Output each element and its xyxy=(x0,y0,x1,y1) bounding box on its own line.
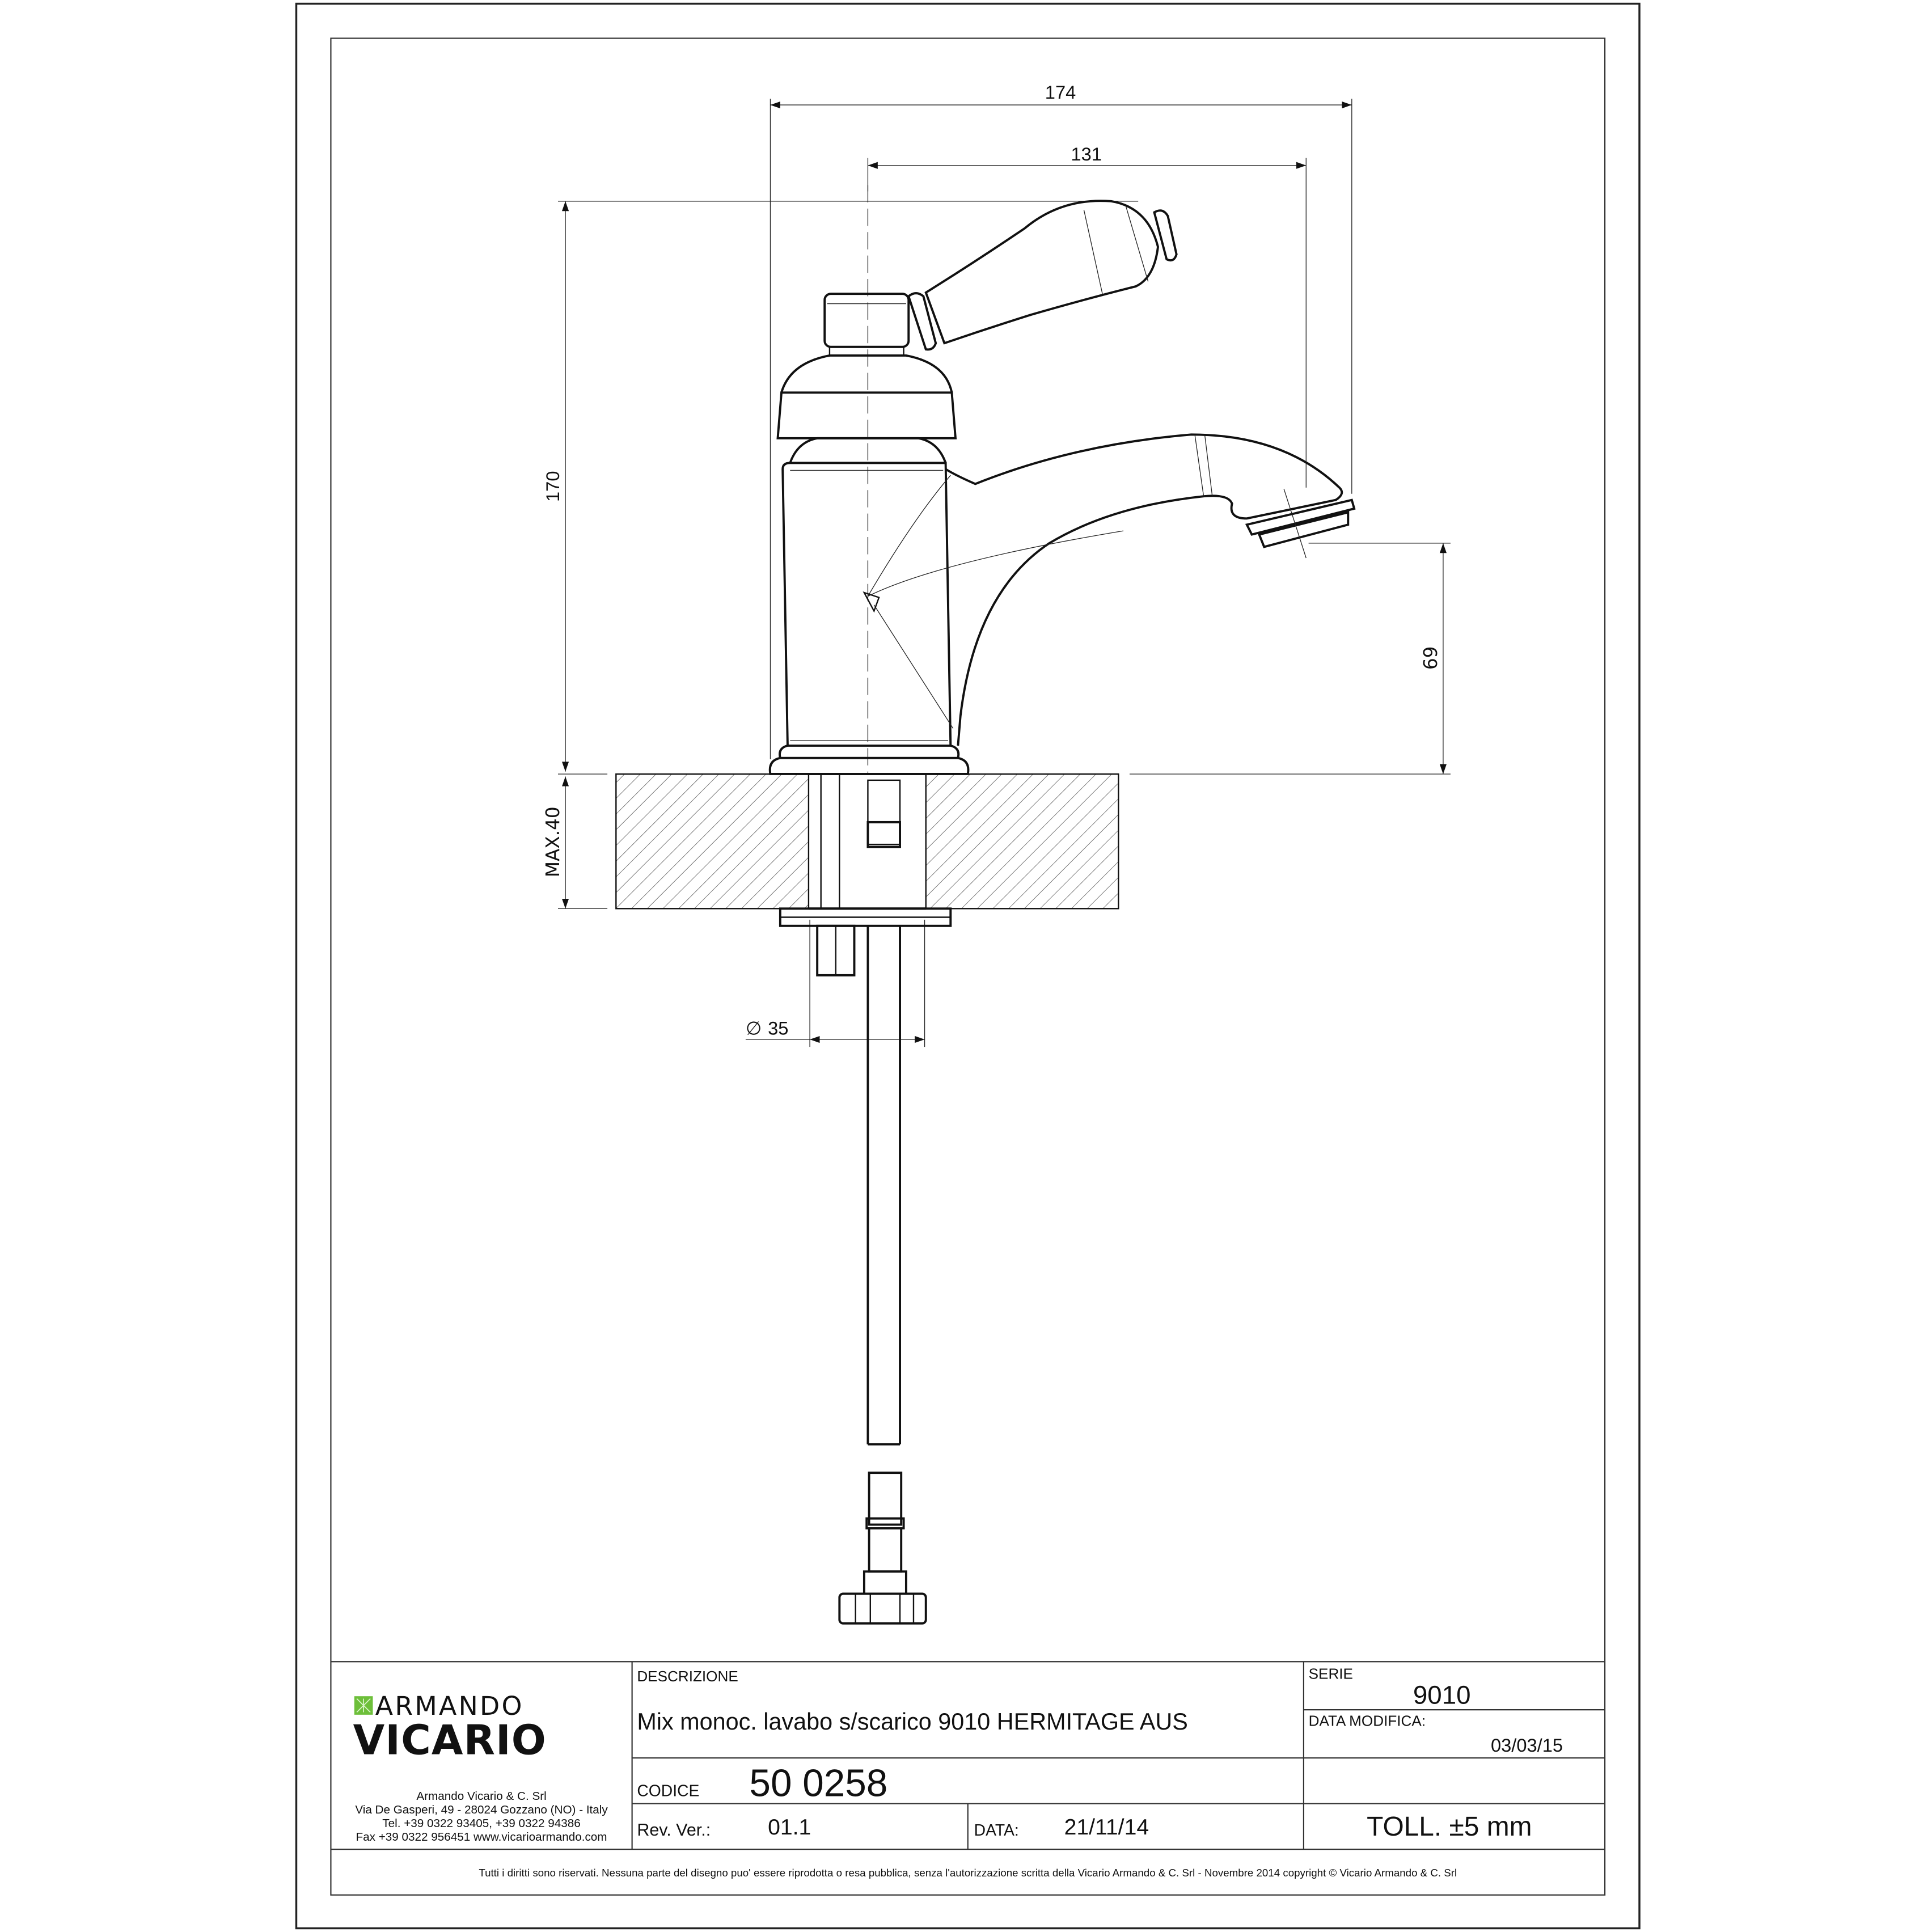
hose-connector xyxy=(838,1472,927,1625)
company-name: Armando Vicario & C. Srl xyxy=(416,1790,546,1803)
diameter-symbol: ∅ xyxy=(746,1017,762,1039)
serie-label: SERIE xyxy=(1309,1665,1353,1682)
description-label: DESCRIZIONE xyxy=(637,1668,738,1685)
dim-131: 131 xyxy=(1071,143,1102,164)
tolerance-value: TOLL. ±5 mm xyxy=(1367,1812,1532,1842)
data-modifica-label: DATA MODIFICA: xyxy=(1309,1712,1426,1729)
rev-label: Rev. Ver.: xyxy=(637,1820,711,1840)
spout xyxy=(863,433,1356,746)
codice-label: CODICE xyxy=(637,1782,699,1800)
description-value: Mix monoc. lavabo s/scarico 9010 HERMITA… xyxy=(637,1709,1188,1735)
logo-armando: ARMANDO xyxy=(375,1691,524,1721)
handle-lever xyxy=(907,200,1178,351)
deck-section-left xyxy=(615,773,810,910)
outer-frame xyxy=(295,2,1641,1930)
company-address: Via De Gasperi, 49 - 28024 Gozzano (NO) … xyxy=(355,1803,608,1816)
company-tel: Tel. +39 0322 93405, +39 0322 94386 xyxy=(382,1817,580,1830)
codice-value: 50 0258 xyxy=(749,1762,887,1805)
dim-174: 174 xyxy=(1045,82,1076,103)
logo-vicario: VICARIO xyxy=(353,1717,547,1764)
title-block: ARMANDO VICARIO Armando Vicario & C. Srl… xyxy=(331,1661,1605,1879)
dim-170: 170 xyxy=(542,471,563,502)
data-modifica-value: 03/03/15 xyxy=(1491,1735,1563,1756)
company-logo: ARMANDO VICARIO xyxy=(353,1691,547,1764)
dim-max40: MAX.40 xyxy=(542,806,564,877)
serie-value: 9010 xyxy=(1413,1680,1471,1709)
rev-value: 01.1 xyxy=(768,1815,811,1840)
data-value: 21/11/14 xyxy=(1064,1815,1149,1840)
faucet-body xyxy=(768,293,970,775)
dim-35: 35 xyxy=(768,1017,788,1038)
faucet-drawing: 174 131 170 MAX.40 69 ∅ 35 xyxy=(542,82,1451,1625)
data-label: DATA: xyxy=(974,1821,1019,1839)
company-fax-web: Fax +39 0322 956451 www.vicarioarmando.c… xyxy=(356,1830,607,1844)
deck-section-right xyxy=(925,773,1119,910)
inner-frame xyxy=(330,37,1606,1896)
copyright-footer: Tutti i diritti sono riservati. Nessuna … xyxy=(479,1867,1457,1879)
dim-69: 69 xyxy=(1420,646,1441,670)
